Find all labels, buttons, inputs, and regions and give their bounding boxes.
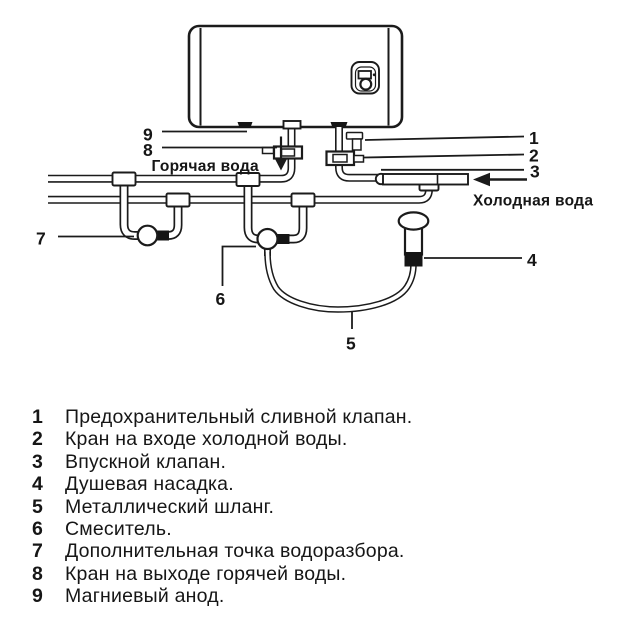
legend-item: 3 Впускной клапан. xyxy=(0,451,630,473)
legend-item-number: 5 xyxy=(32,495,43,518)
legend-item: 9 Магниевый анод. xyxy=(0,585,630,607)
hot-flow-arrow-icon xyxy=(274,136,288,171)
callout-4: 4 xyxy=(527,250,537,270)
legend-item-number: 4 xyxy=(32,473,43,496)
mixer-7-extra-tap xyxy=(136,224,169,247)
callout-lines xyxy=(58,130,525,329)
mixer7-knob xyxy=(136,224,159,247)
legend-item-number: 2 xyxy=(32,428,43,451)
callout-3: 3 xyxy=(530,162,540,182)
inlet-valve-body xyxy=(382,173,469,186)
legend-item-text: Впускной клапан. xyxy=(65,450,227,473)
legend-item: 5 Металлический шланг. xyxy=(0,496,630,518)
tee-fittings xyxy=(111,171,440,208)
legend-item-number: 6 xyxy=(32,518,43,541)
cold-tee-collar-6 xyxy=(290,192,316,208)
indicator-dot-icon xyxy=(372,73,376,77)
mixer6-knob xyxy=(256,227,279,251)
legend-item-number: 1 xyxy=(32,406,43,428)
mixer-6 xyxy=(256,227,290,251)
hot-water-label: Горячая вода xyxy=(152,158,259,175)
leader-2 xyxy=(363,153,525,159)
pipework xyxy=(48,127,433,313)
callout-6: 6 xyxy=(216,289,226,309)
cold-tee-collar-7 xyxy=(165,192,191,208)
safety-valve-cap xyxy=(345,131,364,140)
knob-icon xyxy=(359,77,373,91)
legend-item-text: Кран на входе холодной воды. xyxy=(65,428,348,451)
legend-item: 2 Кран на входе холодной воды. xyxy=(0,428,630,450)
shower-head-face xyxy=(397,211,430,231)
legend-item-number: 9 xyxy=(32,585,43,608)
water-heater-tank xyxy=(187,24,404,129)
callout-numbers: 9 8 1 2 3 4 5 6 7 xyxy=(36,125,540,354)
magnesium-anode-flange xyxy=(237,122,253,128)
inlet-valve xyxy=(374,172,469,186)
control-panel xyxy=(350,61,380,95)
shower-grip-band xyxy=(404,252,423,267)
legend-item-number: 8 xyxy=(32,562,43,585)
legend-item-number: 7 xyxy=(32,540,43,563)
cold-inlet-valves xyxy=(325,131,365,167)
legend-item-text: Металлический шланг. xyxy=(65,495,275,518)
hot-tee-collar-6 xyxy=(235,172,261,187)
hot-valve-core xyxy=(280,148,296,157)
leader-1 xyxy=(364,135,525,141)
cold-tap-core xyxy=(332,153,348,163)
legend-item: 6 Смеситель. xyxy=(0,518,630,540)
cold-tap-nub xyxy=(353,154,365,163)
legend-item-text: Магниевый анод. xyxy=(65,585,225,608)
cold-flow-arrow-icon xyxy=(473,172,527,187)
diagram-canvas: 9 8 1 2 3 4 5 6 7 Горячая вода Холодная … xyxy=(36,24,593,354)
legend-item-text: Смеситель. xyxy=(65,518,172,541)
callout-8: 8 xyxy=(143,140,153,160)
mixer6-spout xyxy=(276,234,290,244)
legend-item: 1 Предохранительный сливной клапан. xyxy=(0,406,630,428)
cold-water-label: Холодная вода xyxy=(473,193,593,210)
display-icon xyxy=(357,70,372,80)
leader-6 xyxy=(221,245,256,286)
callout-9: 9 xyxy=(143,125,153,145)
shower-head xyxy=(397,211,430,267)
legend-item: 7 Дополнительная точка водоразбора. xyxy=(0,540,630,562)
legend-item: 4 Душевая насадка. xyxy=(0,473,630,495)
legend-item: 8 Кран на выходе горячей воды. xyxy=(0,563,630,585)
safety-valve-stem xyxy=(351,138,362,151)
legend-item-text: Дополнительная точка водоразбора. xyxy=(65,540,405,563)
hot-outlet-collar xyxy=(282,120,302,130)
legend-item-text: Душевая насадка. xyxy=(65,473,234,496)
callout-7: 7 xyxy=(36,229,46,249)
hot-tee-collar-7 xyxy=(111,171,137,187)
callout-5: 5 xyxy=(346,334,356,354)
callout-2: 2 xyxy=(529,146,539,166)
legend-item-text: Предохранительный сливной клапан. xyxy=(65,406,413,428)
shower-handle xyxy=(403,226,424,256)
callout-1: 1 xyxy=(529,128,539,148)
legend-item-text: Кран на выходе горячей воды. xyxy=(65,562,347,585)
legend-item-number: 3 xyxy=(32,450,43,473)
cold-inlet-flange xyxy=(330,122,348,128)
mixer7-spout xyxy=(155,230,169,241)
